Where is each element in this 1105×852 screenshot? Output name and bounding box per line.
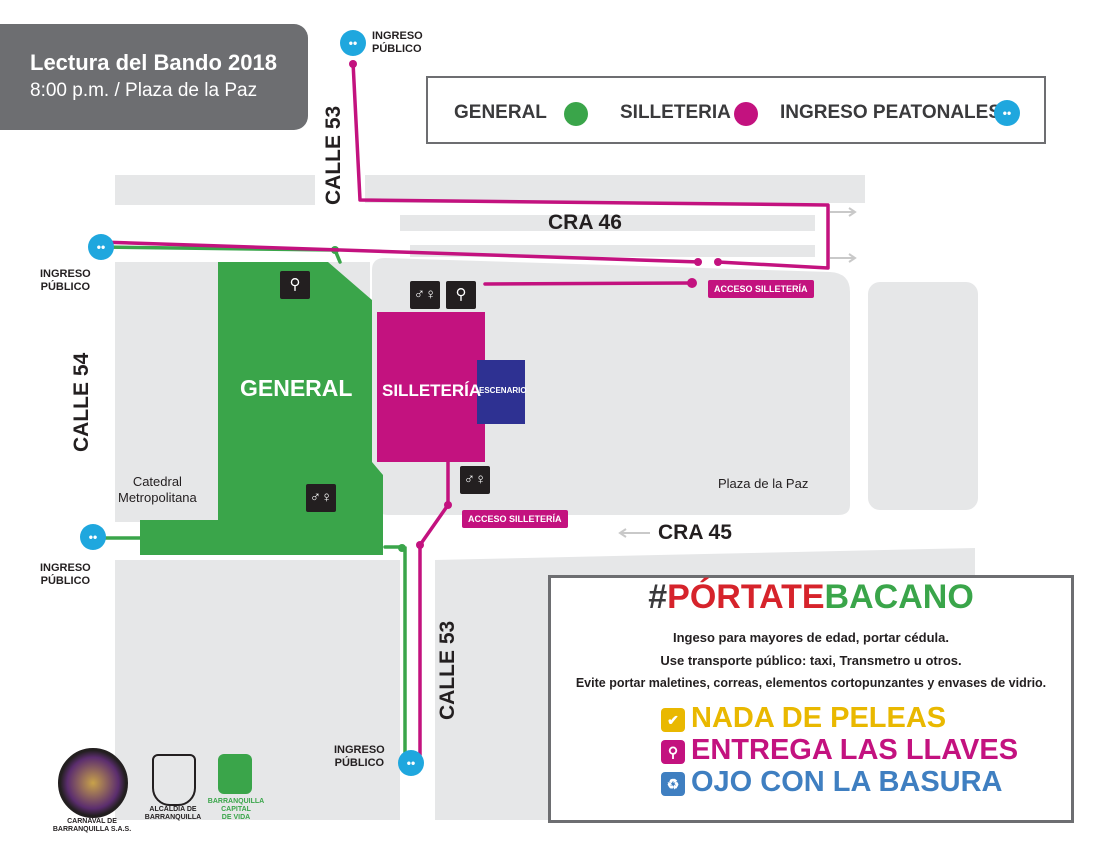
zone-general-area <box>140 262 383 555</box>
campaign-line-3: Evite portar maletines, correas, element… <box>575 676 1047 690</box>
block-right <box>868 282 978 510</box>
capital-logo-text: BARRANQUILLA CAPITAL DE VIDA <box>207 798 265 821</box>
traffic-arrows <box>618 207 857 538</box>
block-bottom-left <box>115 560 400 820</box>
street-calle54: CALLE 54 <box>70 352 93 452</box>
zone-silleteria-area <box>377 312 485 462</box>
campaign-box: #PÓRTATEBACANO Ingeso para mayores de ed… <box>548 575 1074 823</box>
access-tag-top: ACCESO SILLETERÍA <box>708 280 814 298</box>
hashtag-green: BACANO <box>824 578 974 616</box>
legend-peatonales-label: INGRESO PEATONALES <box>780 102 1001 123</box>
event-subtitle: 8:00 p.m. / Plaza de la Paz <box>30 80 258 101</box>
entrance-top-label: INGRESO PÚBLICO <box>372 30 423 55</box>
alcaldia-logo <box>152 754 196 806</box>
thumbs-up-icon: ✔ <box>661 708 685 732</box>
stage-area <box>477 360 525 424</box>
entrance-bottom-label: INGRESO PÚBLICO <box>334 744 385 769</box>
street-cra46: CRA 46 <box>548 211 622 234</box>
footprints-icon: •• <box>994 100 1020 126</box>
carnaval-logo <box>58 748 128 818</box>
entrance-left-upper-label: INGRESO PÚBLICO <box>40 268 91 293</box>
street-cra45: CRA 45 <box>658 521 732 544</box>
carnaval-logo-text: CARNAVAL DE BARRANQUILLA S.A.S. <box>52 818 132 833</box>
campaign-hashtag: #PÓRTATEBACANO <box>551 578 1071 617</box>
legend-general-dot <box>564 102 588 126</box>
place-cathedral: Catedral Metropolitana <box>118 474 197 505</box>
block-plaza <box>372 258 850 515</box>
slogan-1: NADA DE PELEAS <box>691 702 947 734</box>
restroom-icon: ♂♀ <box>410 281 440 309</box>
street-calle53-bottom: CALLE 53 <box>436 620 459 720</box>
footprints-icon: •• <box>88 234 114 260</box>
hashtag-red: PÓRTATE <box>667 578 825 616</box>
zone-general-label: GENERAL <box>240 375 353 401</box>
campaign-line-1: Ingeso para mayores de edad, portar cédu… <box>673 630 949 645</box>
event-header: Lectura del Bando 2018 8:00 p.m. / Plaza… <box>0 24 308 130</box>
slogan-2: ENTREGA LAS LLAVES <box>691 734 1019 766</box>
place-plaza: Plaza de la Paz <box>718 476 809 491</box>
event-title: Lectura del Bando 2018 <box>30 50 277 75</box>
fork-knife-icon: ⚲ <box>280 271 310 299</box>
capital-logo <box>218 754 252 794</box>
legend-silleteria-label: SILLETERIA <box>620 102 731 123</box>
footprints-icon: •• <box>340 30 366 56</box>
zone-silleteria-label: SILLETERÍA <box>382 381 482 400</box>
block-top-left <box>115 175 315 205</box>
stage-label: ESCENARIO <box>479 386 527 395</box>
slogan-3: OJO CON LA BASURA <box>691 766 1003 798</box>
legend-silleteria-dot <box>734 102 758 126</box>
restroom-icon: ♂♀ <box>306 484 336 512</box>
silleteria-routes <box>98 60 830 757</box>
campaign-line-2: Use transporte público: taxi, Transmetro… <box>660 653 962 668</box>
footprints-icon: •• <box>398 750 424 776</box>
hashtag-prefix: # <box>648 578 668 616</box>
access-tag-bottom: ACCESO SILLETERÍA <box>462 510 568 528</box>
street-calle53-top: CALLE 53 <box>322 105 345 205</box>
footprints-icon: •• <box>80 524 106 550</box>
restroom-icon: ♂♀ <box>460 466 490 494</box>
entrance-left-lower-label: INGRESO PÚBLICO <box>40 562 91 587</box>
alcaldia-logo-text: ALCALDÍA DE BARRANQUILLA <box>144 806 202 821</box>
fork-knife-icon: ⚲ <box>446 281 476 309</box>
legend-general-label: GENERAL <box>454 102 547 123</box>
map-legend: GENERAL SILLETERIA INGRESO PEATONALES •• <box>426 76 1046 144</box>
block-cra46-median <box>400 215 815 231</box>
trash-icon: ♻ <box>661 772 685 796</box>
block-top-right <box>365 175 865 203</box>
key-icon: ⚲ <box>661 740 685 764</box>
